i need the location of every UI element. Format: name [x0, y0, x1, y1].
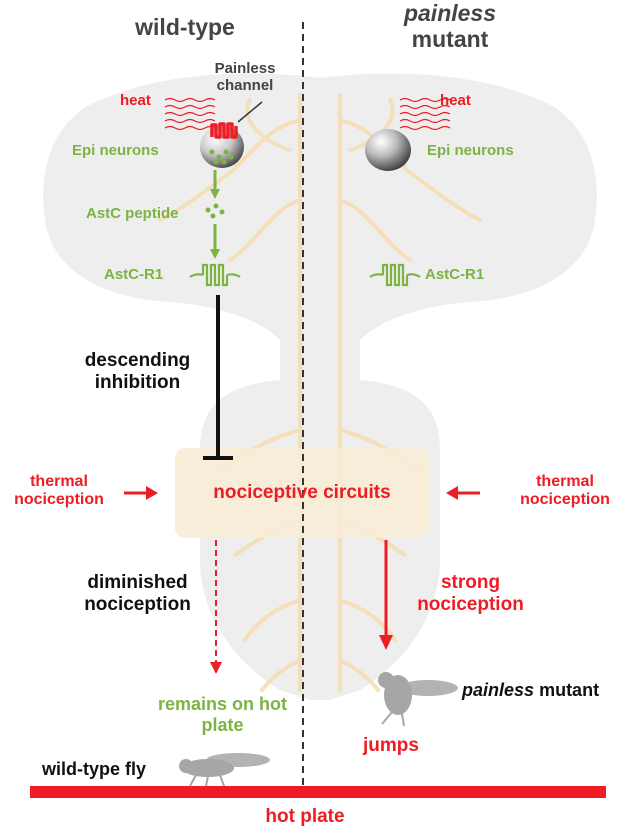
- diminished-arrowhead: [210, 662, 222, 674]
- astc-peptide-label: AstC peptide: [86, 205, 179, 222]
- thermal-nociception-label-left: thermal nociception: [14, 473, 104, 509]
- header-mutant-plain: mutant: [411, 26, 489, 53]
- painless-mutant-fly-plain: mutant: [539, 680, 600, 700]
- brain-outline: [43, 73, 597, 701]
- nociceptive-circuits-label: nociceptive circuits: [213, 482, 391, 503]
- painless-mutant-fly-label: painless mutant: [462, 680, 599, 701]
- descending-inhibition-label: descending inhibition: [84, 350, 191, 393]
- painless-mutant-fly-italic: painless: [462, 680, 535, 700]
- jumps-label: jumps: [363, 735, 419, 756]
- wild-type-fly-label: wild-type fly: [42, 759, 147, 779]
- astc-peptide-dots: [205, 203, 225, 219]
- channel-pointer: [237, 101, 263, 123]
- diminished-nociception-label: diminished nociception: [84, 572, 191, 615]
- header-mutant-italic: painless: [403, 0, 497, 26]
- astc-r1-label-right: AstC-R1: [425, 266, 485, 283]
- strong-arrowhead: [379, 635, 393, 650]
- remains-on-hot-plate-label: remains on hot plate: [157, 694, 287, 735]
- astc-r1-receptor-left: [189, 263, 241, 287]
- epi-neurons-label-left: Epi neurons: [72, 142, 159, 159]
- granules-in-neuron: [209, 149, 234, 165]
- heat-label-left: heat: [120, 92, 151, 109]
- heat-label-right: heat: [440, 92, 471, 109]
- wild-type-fly-icon: [179, 753, 270, 787]
- astc-r1-label-left: AstC-R1: [104, 266, 164, 283]
- header-wild-type: wild-type: [135, 14, 235, 40]
- strong-nociception-label: strong nociception: [417, 572, 524, 615]
- heat-waves-right: [399, 97, 451, 131]
- painless-channel-icon: [210, 122, 238, 139]
- epi-neuron-right: [365, 129, 411, 171]
- hot-plate-bar: [30, 786, 606, 798]
- astc-r1-receptor-right: [369, 263, 421, 287]
- painless-channel-label: Painless channel: [214, 60, 276, 95]
- thermal-nociception-label-right: thermal nociception: [520, 473, 610, 509]
- thermal-arrow-left: [124, 486, 158, 500]
- hot-plate-label: hot plate: [265, 806, 345, 827]
- heat-waves-left: [164, 97, 216, 131]
- painless-mutant-fly-icon: [378, 672, 458, 727]
- header-mutant: painless mutant: [385, 0, 515, 53]
- thermal-arrow-right: [446, 486, 480, 500]
- epi-neurons-label-right: Epi neurons: [427, 142, 514, 159]
